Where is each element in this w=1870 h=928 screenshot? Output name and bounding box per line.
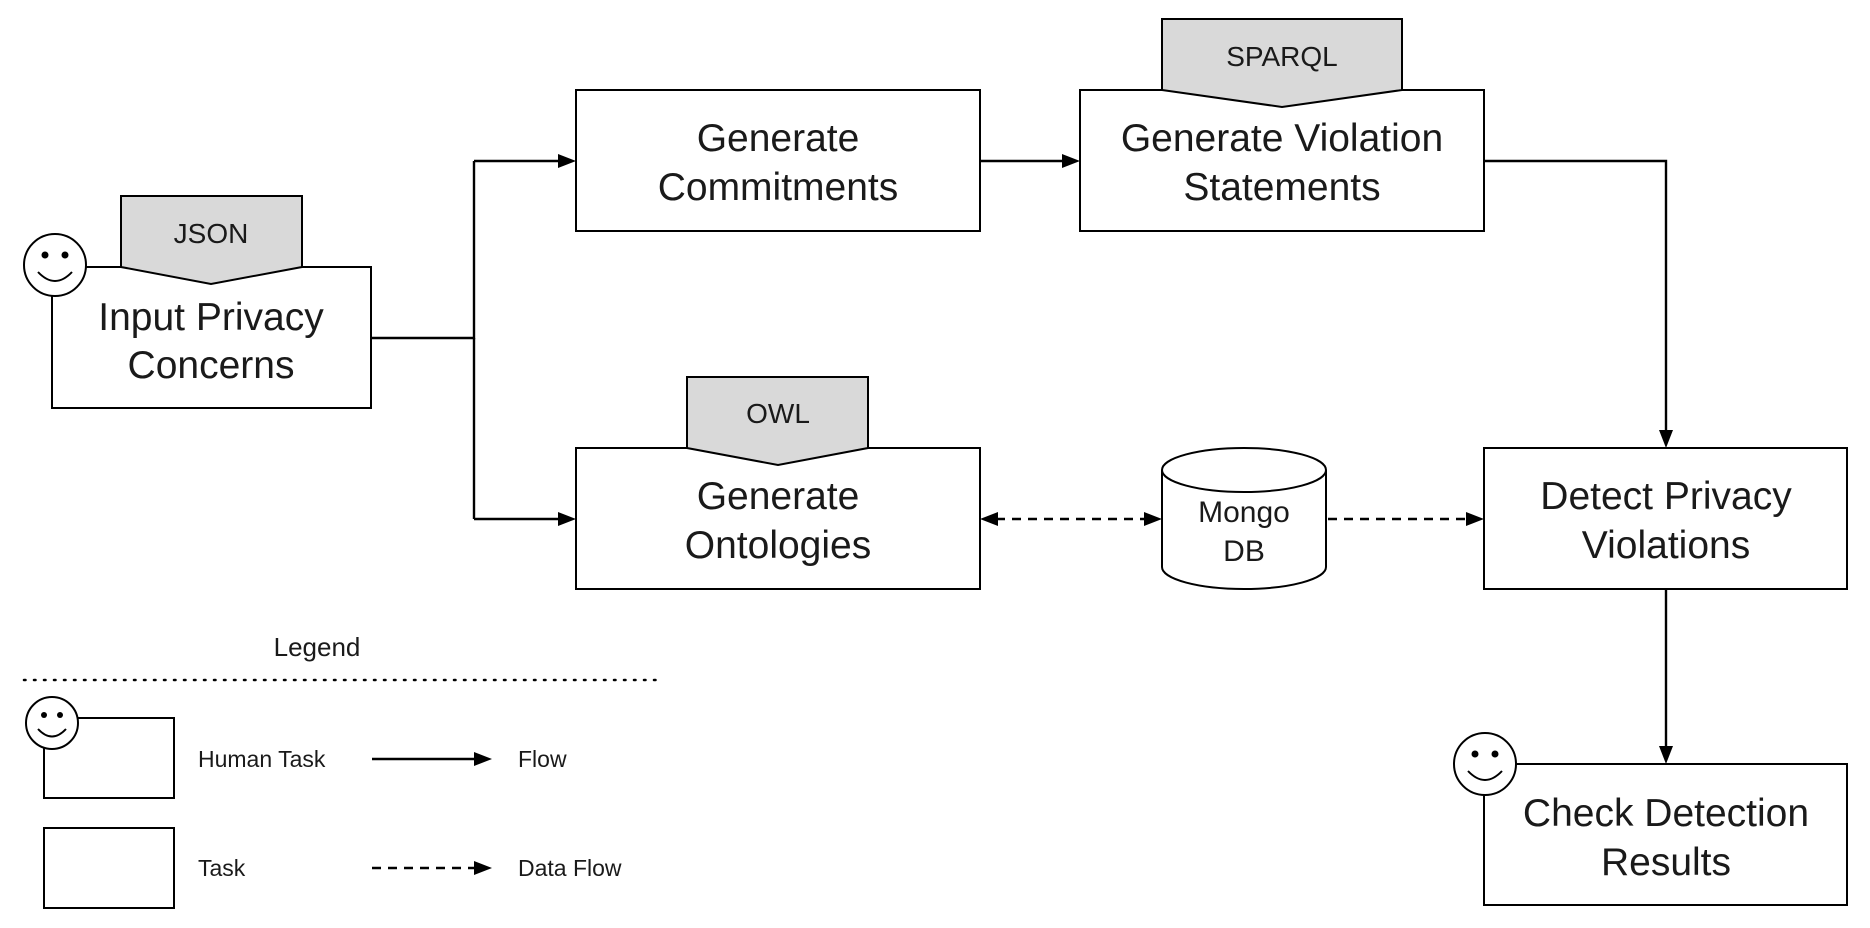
database-icon: [1161, 470, 1327, 590]
flow-commitments-to-violation-statements: [980, 154, 1080, 168]
sparql-tag-label: SPARQL: [1226, 41, 1338, 72]
generate-commitments-line-2: Commitments: [658, 166, 899, 209]
generate-violation-statements-line-1: Generate Violation: [1121, 117, 1443, 160]
flow-violation-statements-to-detect: [1484, 159, 1673, 448]
arrowhead: [1466, 512, 1484, 526]
flow-input-to-branches: [372, 161, 476, 519]
arrowhead: [1659, 746, 1673, 764]
legend-human-task-sample: [25, 696, 175, 799]
input-privacy-concerns-line-2: Concerns: [128, 344, 295, 387]
task-box: [1483, 447, 1848, 590]
node-generate-commitments: Generate Commitments: [575, 89, 981, 232]
smiley-icon: [1453, 732, 1517, 796]
node-mongo-db: Mongo DB: [1161, 447, 1327, 590]
flow-to-generate-commitments: [474, 154, 576, 168]
node-generate-violation-statements: SPARQL Generate Violation Statements: [1079, 18, 1485, 232]
legend-data-flow-sample: [372, 861, 492, 875]
flow-to-generate-ontologies: [474, 512, 576, 526]
task-box: [575, 89, 981, 232]
check-detection-results-line-2: Results: [1601, 841, 1731, 884]
arrowhead: [558, 512, 576, 526]
node-check-detection-results: Check Detection Results: [1453, 732, 1848, 906]
task-box: [1483, 763, 1848, 906]
legend-task-label: Task: [198, 855, 246, 881]
input-privacy-concerns-line-1: Input Privacy: [98, 296, 324, 339]
legend-flow-label: Flow: [518, 746, 567, 772]
mongo-db-line-1: Mongo: [1198, 496, 1290, 529]
legend-task-sample: [43, 827, 175, 909]
task-box: [1079, 89, 1485, 232]
legend-human-task-label: Human Task: [198, 746, 326, 772]
check-detection-results-line-1: Check Detection: [1523, 792, 1809, 835]
arrowhead: [1062, 154, 1080, 168]
node-detect-privacy-violations: Detect Privacy Violations: [1483, 447, 1848, 590]
arrowhead: [1659, 430, 1673, 448]
node-generate-ontologies: OWL Generate Ontologies: [575, 376, 981, 590]
arrowhead: [558, 154, 576, 168]
task-box: [51, 266, 372, 409]
detect-privacy-violations-line-1: Detect Privacy: [1540, 475, 1792, 518]
arrowhead: [980, 512, 998, 526]
node-input-privacy-concerns: JSON Input Privacy Concerns: [23, 195, 372, 409]
data-flow-ontologies-mongo: [980, 512, 1162, 526]
owl-tag: [686, 376, 869, 467]
generate-commitments-line-1: Generate: [697, 117, 860, 160]
task-box: [575, 447, 981, 590]
legend-data-flow-label: Data Flow: [518, 855, 622, 881]
json-tag: [120, 195, 303, 286]
generate-ontologies-line-1: Generate: [697, 475, 860, 518]
legend: Legend Human Task Flow Task Data Fl: [22, 632, 666, 909]
flow-detect-to-check: [1659, 589, 1673, 764]
smiley-icon: [23, 233, 87, 297]
owl-tag-label: OWL: [746, 398, 810, 429]
arrowhead: [1144, 512, 1162, 526]
legend-title: Legend: [274, 632, 361, 662]
mongo-db-line-2: DB: [1223, 535, 1265, 568]
data-flow-mongo-to-detect: [1328, 512, 1484, 526]
generate-ontologies-line-2: Ontologies: [685, 524, 871, 567]
generate-violation-statements-line-2: Statements: [1183, 166, 1380, 209]
json-tag-label: JSON: [174, 218, 249, 249]
detect-privacy-violations-line-2: Violations: [1582, 524, 1750, 567]
legend-flow-sample: [372, 752, 492, 766]
smiley-icon: [25, 696, 79, 750]
sparql-tag: [1161, 18, 1403, 109]
